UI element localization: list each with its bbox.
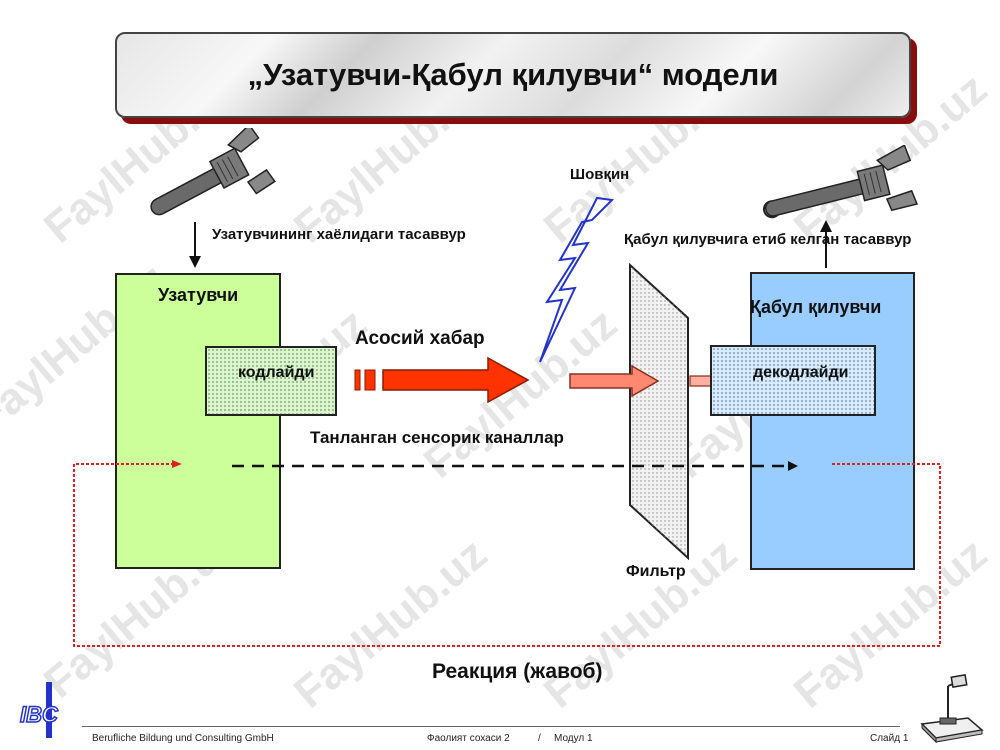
- sender-box: [115, 273, 281, 569]
- noise-bolt-icon: [539, 196, 615, 363]
- footer-slide: Слайд 1: [870, 733, 909, 744]
- reaction-arrowhead: [172, 460, 182, 468]
- main-message-arrow: [382, 356, 530, 404]
- ibc-logo-text: IBC: [20, 702, 59, 727]
- sender-idea-arrowhead: [189, 256, 201, 268]
- page-title: „Узатувчи-Қабул қилувчи“ модели: [247, 57, 779, 92]
- footer-subject: Фаолият сохаси 2: [427, 733, 510, 744]
- message-dash: [364, 369, 376, 391]
- ibc-logo: IBC: [19, 682, 60, 738]
- decode-box: [710, 345, 876, 416]
- footer-separator: /: [538, 733, 541, 744]
- reaction-loop: [73, 463, 941, 647]
- title-banner: „Узатувчи-Қабул қилувчи“ модели: [115, 32, 911, 118]
- receiver-idea-arrowhead: [820, 220, 832, 232]
- reaction-label: Реакция (жавоб): [432, 660, 603, 683]
- footer-rule: [82, 726, 900, 727]
- receiver-box: [750, 272, 915, 570]
- wrench-icon: [762, 145, 919, 219]
- sensory-channels-label: Танланган сенсорик каналлар: [310, 428, 564, 447]
- encode-label: кодлайди: [238, 364, 315, 381]
- filter-label: Фильтр: [626, 563, 686, 580]
- filtered-message-arrow: [569, 364, 660, 398]
- sender-idea-label: Узатувчининг хаёлидаги тасаввур: [212, 226, 466, 243]
- receiver-label: Қабул қилувчи: [750, 297, 882, 317]
- projector-icon: [920, 674, 984, 744]
- receiver-idea-label: Қабул қилувчига етиб келган тасаввур: [624, 231, 912, 248]
- sensory-channel-arrowhead: [788, 461, 798, 471]
- footer-module: Модул 1: [554, 733, 593, 744]
- decode-label: декодлайди: [753, 364, 849, 381]
- encode-box: [205, 346, 337, 416]
- sender-label: Узатувчи: [158, 285, 239, 305]
- wrench-icon: [150, 128, 276, 216]
- noise-label: Шовқин: [570, 166, 630, 183]
- main-message-label: Асосий хабар: [355, 328, 485, 349]
- filter-texture: [630, 265, 688, 558]
- message-dash: [354, 369, 361, 391]
- footer-company: Berufliche Bildung und Consulting GmbH: [92, 733, 274, 744]
